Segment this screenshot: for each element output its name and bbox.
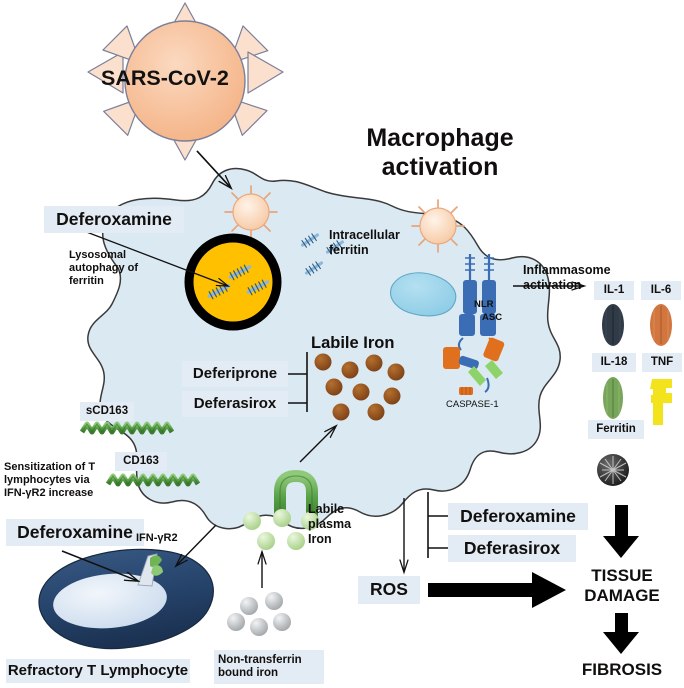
cytokine-tnf-shape	[650, 379, 672, 425]
cd163-shape	[105, 473, 201, 487]
inflammasome-complex	[443, 254, 505, 395]
nlr-label: NLR	[474, 299, 494, 310]
sensitization-label: Sensitization of T lymphocytes via IFN-γ…	[4, 461, 96, 500]
chelator-inhibition-bracket	[287, 352, 308, 412]
chip-cd163[interactable]: CD163	[115, 452, 167, 471]
chip-cytokine-tnf[interactable]: TNF	[642, 353, 682, 372]
t-lymphocyte-shape	[38, 548, 214, 650]
tissue-damage-label: TISSUE DAMAGE	[584, 566, 660, 606]
tissue-to-fibrosis-arrow	[603, 613, 639, 654]
scd163-shape	[79, 421, 175, 435]
chip-deferoxamine-tcell[interactable]: Deferoxamine	[6, 519, 144, 546]
inflammasome-activation-label: Inflammasome activation	[523, 263, 611, 292]
chip-deferiprone[interactable]: Deferiprone	[182, 361, 288, 387]
chip-cytokine-il6[interactable]: IL-6	[641, 281, 681, 300]
asc-label: ASC	[482, 312, 503, 323]
chip-deferasirox-iron[interactable]: Deferasirox	[182, 391, 288, 417]
internalized-virion-1	[224, 185, 278, 239]
cytokines-to-tissue-arrow	[603, 505, 639, 558]
ros-to-tissue-arrow	[428, 572, 566, 608]
chip-scd163[interactable]: sCD163	[80, 402, 134, 421]
ferritin-ball-shape	[597, 454, 629, 486]
virus-label: SARS-CoV-2	[101, 66, 229, 90]
labile-iron-pool	[314, 353, 405, 421]
ros-inhibition-bracket	[427, 492, 448, 558]
chip-refractory-t-lymphocyte[interactable]: Refractory T Lymphocyte	[6, 659, 190, 683]
non-transferrin-bound-iron-pool	[227, 592, 291, 636]
labile-iron-label: Labile Iron	[311, 334, 395, 352]
lysosome	[184, 233, 282, 331]
cytokine-il1-shape	[602, 304, 624, 346]
chip-deferoxamine-lysosome[interactable]: Deferoxamine	[44, 206, 184, 233]
chip-cytokine-il18[interactable]: IL-18	[592, 353, 636, 372]
intracellular-ferritin-label: Intracellular ferritin	[329, 228, 400, 257]
labile-plasma-iron-label: Labile plasma Iron	[308, 502, 352, 546]
chip-deferoxamine-ros[interactable]: Deferoxamine	[448, 503, 588, 530]
chip-non-transferrin-bound-iron[interactable]: Non-transferrin bound iron	[214, 650, 324, 684]
chip-cytokine-ferritin[interactable]: Ferritin	[588, 420, 644, 439]
page-title: Macrophage activation	[366, 124, 514, 181]
fibrosis-label: FIBROSIS	[581, 660, 663, 679]
cytokine-il18-shape	[603, 377, 623, 419]
chip-ros[interactable]: ROS	[358, 576, 420, 604]
lysosomal-autophagy-label: Lysosomal autophagy of ferritin	[69, 249, 139, 288]
ifn-gamma-r2-receptor	[137, 553, 163, 587]
ifn-gamma-r2-label: IFN-γR2	[136, 532, 178, 544]
cytokine-il6-shape	[650, 304, 672, 346]
caspase1-label: CASPASE-1	[446, 399, 499, 410]
ferritin-in-lysosome	[207, 264, 270, 300]
internalized-virion-2	[411, 199, 465, 253]
chip-cytokine-il1[interactable]: IL-1	[594, 281, 634, 300]
chip-deferasirox-ros[interactable]: Deferasirox	[448, 535, 576, 562]
